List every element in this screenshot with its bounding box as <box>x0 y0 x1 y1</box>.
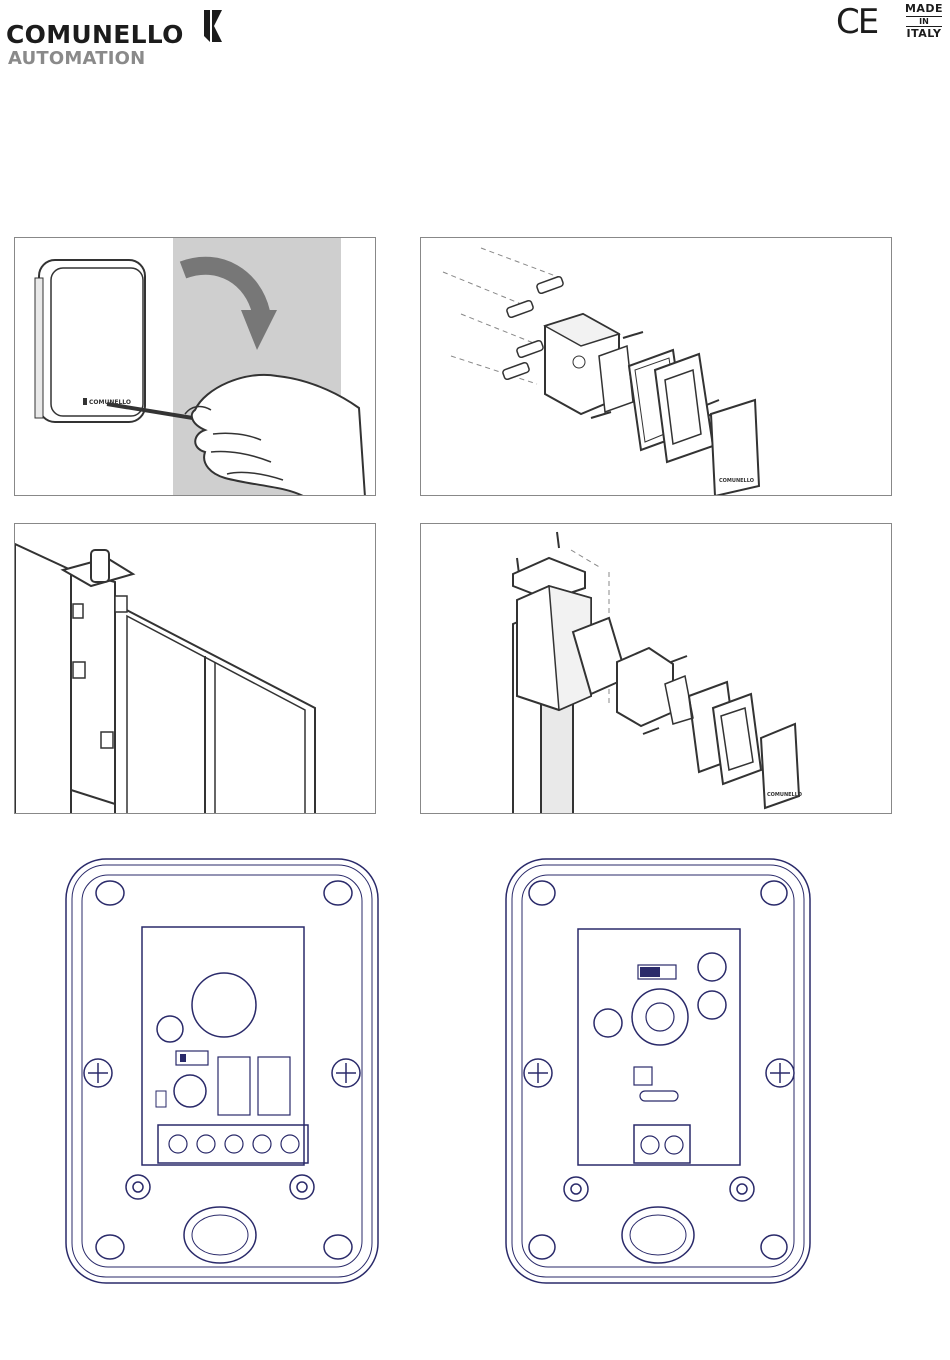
brand-name: COMUNELLO <box>6 20 184 49</box>
cover-label: COMUNELLO <box>719 478 754 484</box>
cover-label: COMUNELLO <box>767 792 802 798</box>
circuit-board-icon <box>60 855 386 1285</box>
brand-mark-icon <box>202 8 224 44</box>
figure-gate-install <box>14 523 376 814</box>
brand-logo: COMUNELLO AUTOMATION <box>6 8 236 70</box>
made-text: MADE <box>900 3 948 15</box>
ce-text: CE <box>836 6 884 38</box>
circuit-board-icon <box>500 855 818 1285</box>
figure-post-mount: COMUNELLO <box>420 523 892 814</box>
made-in-italy-mark: MADE IN ITALY <box>900 3 948 40</box>
brand-subtitle: AUTOMATION <box>8 48 145 69</box>
figure-remove-cover: COMUNELLO <box>14 237 376 496</box>
ce-mark: CE <box>836 6 884 38</box>
figure-board-transmitter <box>60 855 386 1285</box>
figure-board-receiver <box>500 855 818 1285</box>
italy-text: ITALY <box>900 28 948 40</box>
screwdriver-icon: COMUNELLO <box>15 238 376 496</box>
in-text: IN <box>906 16 942 27</box>
gate-icon <box>15 524 376 814</box>
figure-wall-mount: COMUNELLO <box>420 237 892 496</box>
wall-mount-diagram: COMUNELLO <box>421 238 892 496</box>
post-mount-diagram: COMUNELLO <box>421 524 892 814</box>
